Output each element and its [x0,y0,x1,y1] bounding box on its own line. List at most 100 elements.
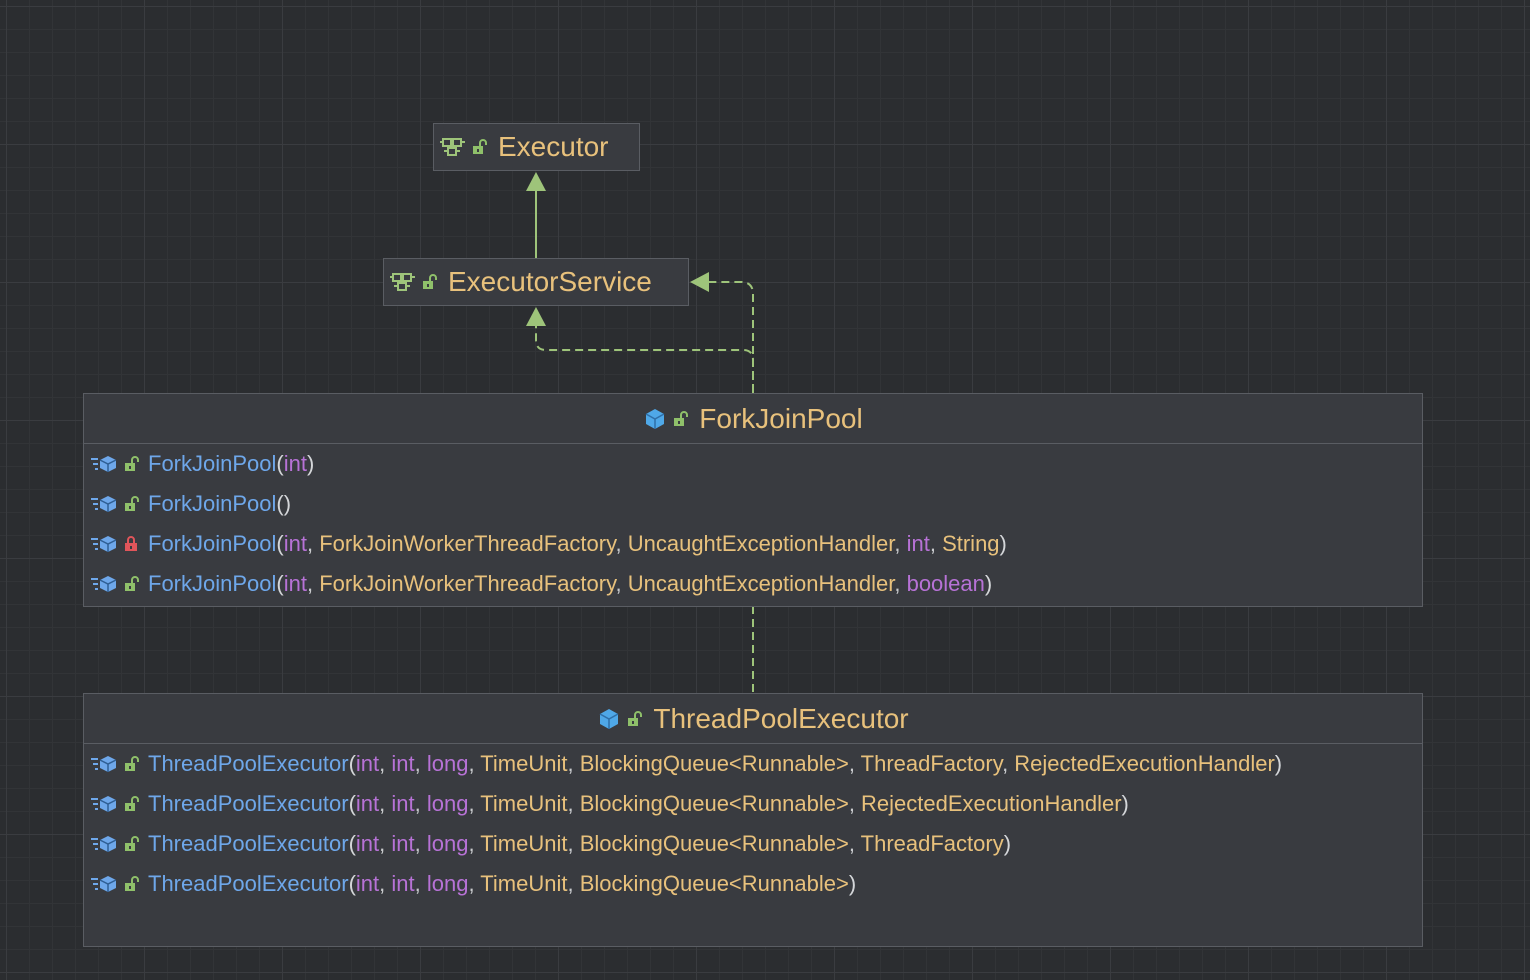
param-separator: , [306,531,320,556]
open-paren: ( [348,751,356,776]
constructor-name: ThreadPoolExecutor [148,751,349,776]
param-separator: , [379,791,392,816]
constructor-row[interactable]: ThreadPoolExecutor(int, int, long, TimeU… [84,784,1422,824]
constructor-row[interactable]: ForkJoinPool(int, ForkJoinWorkerThreadFa… [84,524,1422,564]
node-title: Executor [498,131,609,162]
constructor-signature: ForkJoinPool() [148,491,291,517]
class-node-threadpoolexecutor[interactable]: ThreadPoolExecutor ThreadPoolExecutor(in… [83,693,1423,947]
constructor-row[interactable]: ThreadPoolExecutor(int, int, long, TimeU… [84,824,1422,864]
param-separator: , [468,791,481,816]
param-separator: , [848,751,861,776]
constructor-signature: ForkJoinPool(int, ForkJoinWorkerThreadFa… [148,571,992,597]
param-separator: , [306,571,320,596]
class-icon [597,707,621,731]
constructor-row[interactable]: ThreadPoolExecutor(int, int, long, TimeU… [84,744,1422,784]
param-type: int [283,531,307,556]
param-separator: , [567,831,580,856]
param-type: long [426,751,469,776]
constructor-name: ThreadPoolExecutor [148,791,349,816]
class-header: ForkJoinPool [84,394,1422,444]
constructor-signature: ThreadPoolExecutor(int, int, long, TimeU… [148,831,1011,857]
constructor-signature: ForkJoinPool(int) [148,451,314,477]
constructor-icon [90,794,118,814]
constructor-name: ForkJoinPool [148,491,277,516]
param-separator: , [414,871,427,896]
param-type: BlockingQueue<Runnable> [579,791,849,816]
constructor-name: ForkJoinPool [148,451,277,476]
param-type: ThreadFactory [860,831,1004,856]
param-type: int [283,451,307,476]
constructor-name: ThreadPoolExecutor [148,871,349,896]
open-paren: ( [276,451,284,476]
constructor-row[interactable]: ForkJoinPool(int) [84,444,1422,484]
param-type: int [391,831,415,856]
param-separator: , [894,531,907,556]
param-separator: , [615,531,628,556]
param-separator: , [414,791,427,816]
param-type: int [355,791,380,816]
open-paren: ( [348,791,356,816]
open-paren: ( [348,871,356,896]
arrowhead-implements-executorservice-bottom [526,307,546,326]
constructor-name: ForkJoinPool [148,531,277,556]
unlocked-icon [122,875,140,893]
constructor-row[interactable]: ThreadPoolExecutor(int, int, long, TimeU… [84,864,1422,904]
param-separator: , [414,831,427,856]
constructor-icon [90,834,118,854]
close-paren: ) [283,491,292,516]
constructor-icon [90,754,118,774]
constructor-list: ForkJoinPool(int)ForkJoinPool()ForkJoinP… [84,444,1422,604]
param-separator: , [848,831,861,856]
param-separator: , [567,791,580,816]
interface-icon [390,271,416,293]
open-paren: ( [348,831,356,856]
param-type: TimeUnit [480,791,568,816]
unlocked-icon [122,835,140,853]
param-type: int [355,871,380,896]
param-type: ForkJoinWorkerThreadFactory [319,531,616,556]
close-paren: ) [306,451,315,476]
arrowhead-implements-executorservice-right [690,272,709,292]
param-type: TimeUnit [480,831,568,856]
param-type: BlockingQueue<Runnable> [579,871,849,896]
param-type: long [426,831,469,856]
constructor-signature: ThreadPoolExecutor(int, int, long, TimeU… [148,751,1282,777]
param-type: UncaughtExceptionHandler [627,531,895,556]
unlocked-icon [671,410,689,428]
param-type: TimeUnit [480,871,568,896]
param-separator: , [848,791,862,816]
constructor-row[interactable]: ForkJoinPool(int, ForkJoinWorkerThreadFa… [84,564,1422,604]
param-separator: , [567,871,580,896]
param-separator: , [379,831,392,856]
param-type: TimeUnit [480,751,568,776]
class-node-forkjoinpool[interactable]: ForkJoinPool ForkJoinPool(int)ForkJoinPo… [83,393,1423,607]
constructor-icon [90,534,118,554]
param-type: BlockingQueue<Runnable> [579,751,849,776]
param-type: UncaughtExceptionHandler [627,571,895,596]
class-title: ThreadPoolExecutor [653,702,909,734]
interface-node-executorservice[interactable]: ExecutorService [383,258,689,306]
unlocked-icon [470,138,488,156]
class-icon [643,407,667,431]
locked-icon [122,535,140,553]
param-separator: , [468,871,481,896]
class-header: ThreadPoolExecutor [84,694,1422,744]
unlocked-icon [122,795,140,813]
interface-icon [440,136,466,158]
constructor-icon [90,874,118,894]
param-type: int [391,751,415,776]
close-paren: ) [1003,831,1012,856]
constructor-row[interactable]: ForkJoinPool() [84,484,1422,524]
param-separator: , [468,831,481,856]
param-separator: , [1002,751,1015,776]
param-separator: , [414,751,427,776]
class-title: ForkJoinPool [699,402,863,434]
param-type: String [942,531,1000,556]
param-separator: , [468,751,481,776]
param-separator: , [894,571,907,596]
param-type: int [391,791,415,816]
arrowhead-extends-executor [526,172,546,191]
interface-node-executor[interactable]: Executor [433,123,640,171]
constructor-signature: ForkJoinPool(int, ForkJoinWorkerThreadFa… [148,531,1007,557]
constructor-name: ThreadPoolExecutor [148,831,349,856]
